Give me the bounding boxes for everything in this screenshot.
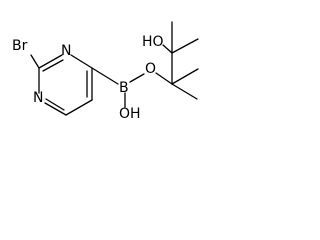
atom-label-o: O xyxy=(145,61,156,77)
bond-c-c-lower-methyl xyxy=(171,83,198,100)
chemical-structure: Br N N B O OH HO xyxy=(12,21,199,122)
bond-c2-n3-inner xyxy=(42,59,64,72)
bond-b-o xyxy=(129,73,145,83)
bond-c2-n3-double xyxy=(38,54,63,69)
bond-o-c xyxy=(155,72,173,85)
atom-label-ho: HO xyxy=(142,34,164,50)
bond-br-c2 xyxy=(30,54,40,69)
atom-label-n-top: N xyxy=(61,43,71,59)
atom-label-n-bottom: N xyxy=(33,90,43,106)
bond-c-c-lower-right xyxy=(171,68,199,85)
atom-label-oh: OH xyxy=(119,106,141,122)
bond-c6-n1-inner xyxy=(45,98,65,111)
bond-c6-n1 xyxy=(44,102,67,116)
bond-c-c-upper-right xyxy=(171,38,199,54)
atom-label-b: B xyxy=(119,80,129,96)
bonds xyxy=(30,21,199,116)
bond-n3-c4 xyxy=(70,54,93,69)
bond-c5-c6 xyxy=(65,99,93,116)
bond-c4-b xyxy=(91,67,119,85)
atom-labels: Br N N B O OH HO xyxy=(12,34,164,122)
bond-c-c-upper-ho xyxy=(162,44,173,54)
atom-label-br: Br xyxy=(12,38,28,54)
